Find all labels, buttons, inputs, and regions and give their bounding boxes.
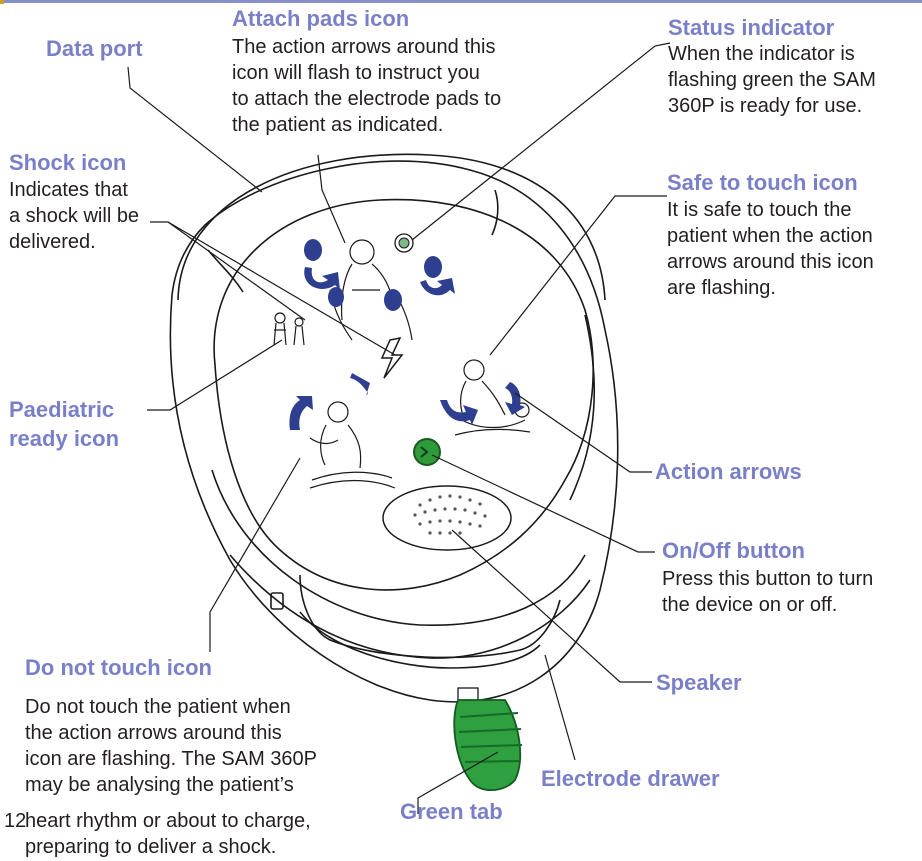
- lower-band: [211, 469, 586, 626]
- speaker-title: Speaker: [656, 670, 742, 695]
- safe-to-touch-title: Safe to touch icon: [667, 170, 858, 195]
- page-number: 12: [4, 809, 27, 834]
- electrode-drawer-title: Electrode drawer: [541, 766, 720, 791]
- attach-pads-desc-1: The action arrows around this: [232, 36, 496, 58]
- attach-pads-desc-2: icon will flash to instruct you: [232, 62, 480, 84]
- attach-pads-desc-3: to attach the electrode pads to: [232, 88, 502, 110]
- attach-pads-desc-4: the patient as indicated.: [232, 114, 444, 136]
- attach-pads-title: Attach pads icon: [232, 6, 410, 31]
- leader-shock-1: [150, 221, 396, 356]
- leader-on-off: [431, 454, 655, 553]
- status-indicator-title: Status indicator: [668, 15, 835, 40]
- data-port-slot: [270, 592, 284, 610]
- shock-icon-desc-2: a shock will be: [9, 205, 140, 227]
- leader-shock-2: [167, 221, 306, 321]
- attach-pads-figure: [329, 239, 413, 341]
- leader-do-not-touch: [209, 457, 301, 652]
- paediatric-figures: [273, 312, 305, 346]
- leader-speaker: [451, 529, 652, 683]
- on-off-title: On/Off button: [662, 538, 805, 563]
- leader-attach-pads: [317, 154, 346, 244]
- do-not-touch-desc-4: may be analysing the patient’s: [25, 774, 294, 796]
- safe-to-touch-desc-1: It is safe to touch the: [667, 199, 852, 221]
- lid-crease-right: [491, 189, 499, 236]
- lower-band-2: [229, 554, 591, 659]
- safe-to-touch-desc-4: are flashing.: [667, 277, 776, 299]
- drawer-bottom: [299, 611, 541, 669]
- shock-icon-title: Shock icon: [9, 150, 127, 175]
- status-indicator-desc-3: 360P is ready for use.: [668, 95, 863, 117]
- leader-safe: [489, 195, 667, 356]
- leader-data-port: [127, 66, 263, 193]
- shock-bolt: [380, 336, 404, 379]
- status-indicator-desc-2: flashing green the SAM: [668, 69, 876, 91]
- leader-lines: [127, 42, 671, 814]
- safe-to-touch-desc-2: patient when the action: [667, 225, 873, 247]
- leader-green-tab: [417, 751, 499, 814]
- top-rule: [0, 0, 922, 3]
- on-off-desc-1: Press this button to turn: [662, 568, 874, 590]
- do-not-touch-desc-1: Do not touch the patient when: [25, 696, 291, 718]
- do-not-touch-figure: [309, 401, 396, 489]
- electrode-pads: [304, 239, 442, 311]
- paediatric-title-2: ready icon: [9, 426, 120, 451]
- status-indicator-graphic: [394, 233, 414, 253]
- do-not-touch-desc-3: icon are flashing. The SAM 360P: [25, 748, 318, 770]
- on-off-desc-2: the device on or off.: [662, 594, 838, 616]
- green-tab-title: Green tab: [400, 799, 503, 824]
- data-port-title: Data port: [46, 36, 143, 61]
- leader-paediatric: [147, 339, 283, 411]
- status-indicator-desc-1: When the indicator is: [668, 43, 855, 65]
- do-not-touch-desc-5: heart rhythm or about to charge,: [25, 810, 311, 832]
- speaker-grille: [382, 485, 512, 551]
- do-not-touch-desc-6: preparing to deliver a shock.: [25, 836, 277, 858]
- leader-action-arrows: [514, 392, 652, 473]
- action-arrows-title: Action arrows: [655, 459, 802, 484]
- electrode-drawer-outline: [299, 574, 561, 659]
- shock-icon-desc-3: delivered.: [9, 231, 96, 253]
- action-arrows: [289, 267, 525, 430]
- safe-to-touch-desc-3: arrows around this icon: [667, 251, 874, 273]
- lid-ring: [177, 153, 606, 301]
- leader-electrode-drawer: [544, 654, 576, 761]
- speaker-holes: [413, 494, 487, 535]
- do-not-touch-desc-2: the action arrows around this: [25, 722, 282, 744]
- device-face: [213, 198, 594, 591]
- right-contour: [569, 314, 596, 501]
- paediatric-title-1: Paediatric: [9, 397, 115, 422]
- do-not-touch-title: Do not touch icon: [25, 655, 212, 680]
- leader-status: [411, 42, 671, 241]
- shock-icon-desc-1: Indicates that: [9, 179, 128, 201]
- lid-crease-left: [207, 249, 244, 293]
- green-tab: [453, 687, 523, 792]
- corner-mark: [0, 0, 4, 4]
